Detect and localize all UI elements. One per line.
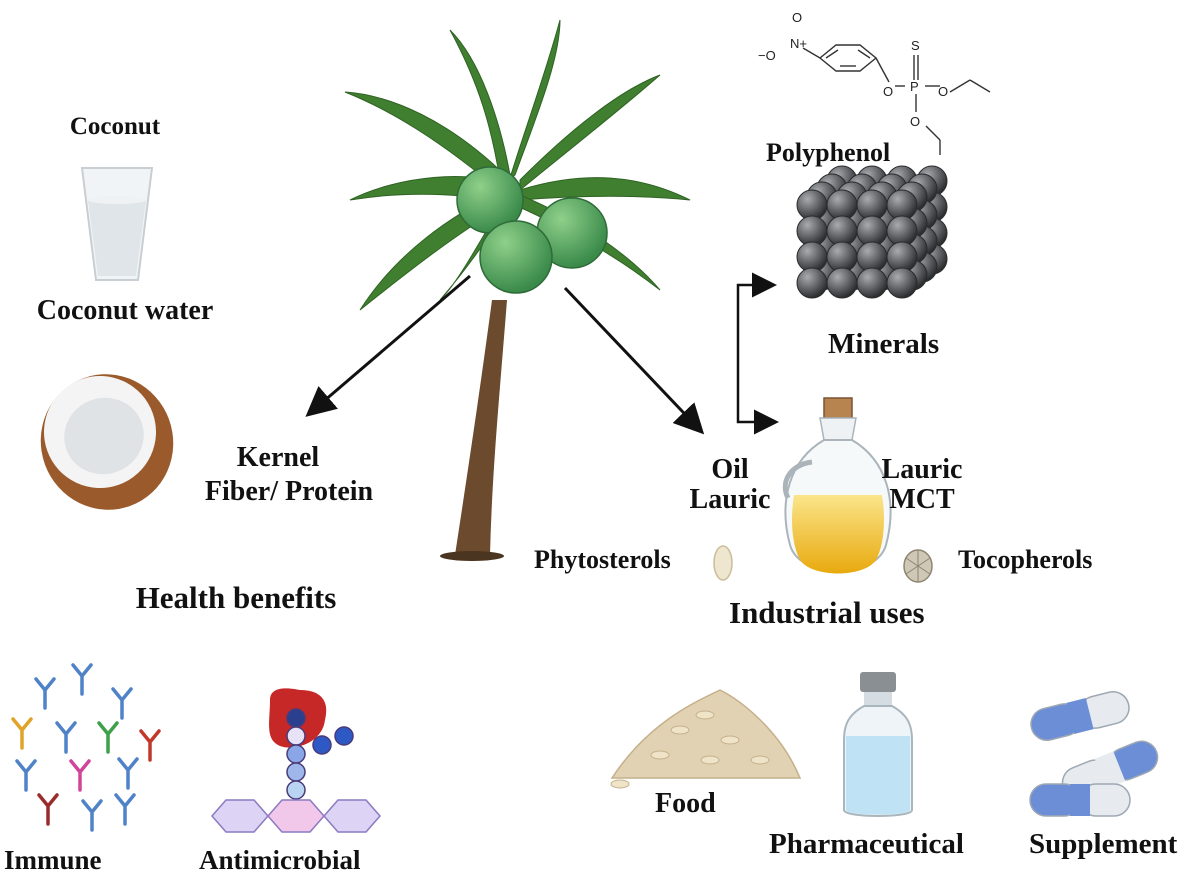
mct-label: MCT <box>889 484 955 515</box>
chem-o-top: O <box>792 10 802 25</box>
phytosterols-label: Phytosterols <box>534 545 671 574</box>
mineral-sphere <box>826 267 858 299</box>
oil-label: Oil <box>711 454 749 485</box>
arrow-to-industrial <box>563 286 705 435</box>
minerals-label: Minerals <box>828 328 940 360</box>
palm-tree-icon <box>344 19 691 561</box>
antimicrobial-icon <box>211 688 381 833</box>
chem-o-right: O <box>938 84 948 99</box>
antimicrobial-label: Antimicrobial <box>199 845 361 875</box>
lauric-right-label: Lauric <box>881 454 963 485</box>
chem-p: P <box>910 79 919 94</box>
mineral-sphere <box>886 267 918 299</box>
polyphenol-label: Polyphenol <box>766 138 891 167</box>
supplement-pills-icon <box>1029 691 1159 817</box>
immune-label: Immune <box>4 845 102 875</box>
industrial-uses-title: Industrial uses <box>729 595 925 630</box>
polyphenol-structure: −O N+ O S P O O O <box>758 10 991 155</box>
mineral-sphere <box>856 267 888 299</box>
oat-pile-icon <box>610 689 802 789</box>
pharmaceutical-label: Pharmaceutical <box>769 828 964 860</box>
food-label: Food <box>655 788 716 819</box>
coconut-half-icon <box>40 374 174 510</box>
supplement-label: Supplement <box>1029 828 1178 860</box>
arrow-to-health <box>305 274 471 417</box>
phytosterol-seed-icon <box>713 545 733 581</box>
fiber-protein-label: Fiber/ Protein <box>204 476 374 507</box>
bracket-arrow <box>736 272 779 435</box>
medicine-bottle-icon <box>843 672 913 817</box>
chem-o-bottom: O <box>910 114 920 129</box>
chem-o-minus: −O <box>758 48 776 63</box>
mineral-sphere <box>796 267 828 299</box>
water-glass-icon <box>80 167 154 281</box>
coconut-water-label: Coconut water <box>36 295 214 326</box>
chem-o-left: O <box>883 84 893 99</box>
chem-s: S <box>911 38 920 53</box>
lauric-left-label: Lauric <box>689 484 771 515</box>
health-benefits-title: Health benefits <box>135 580 337 615</box>
tocopherol-seed-icon <box>903 549 933 583</box>
kernel-label: Kernel <box>236 442 320 473</box>
chem-n-plus: N+ <box>790 36 807 51</box>
tocopherols-label: Tocopherols <box>958 545 1093 574</box>
antibodies-icon <box>11 663 161 832</box>
oil-jug-icon <box>782 397 892 574</box>
coconut-label: Coconut <box>69 113 161 140</box>
minerals-cube-icon <box>796 165 948 299</box>
